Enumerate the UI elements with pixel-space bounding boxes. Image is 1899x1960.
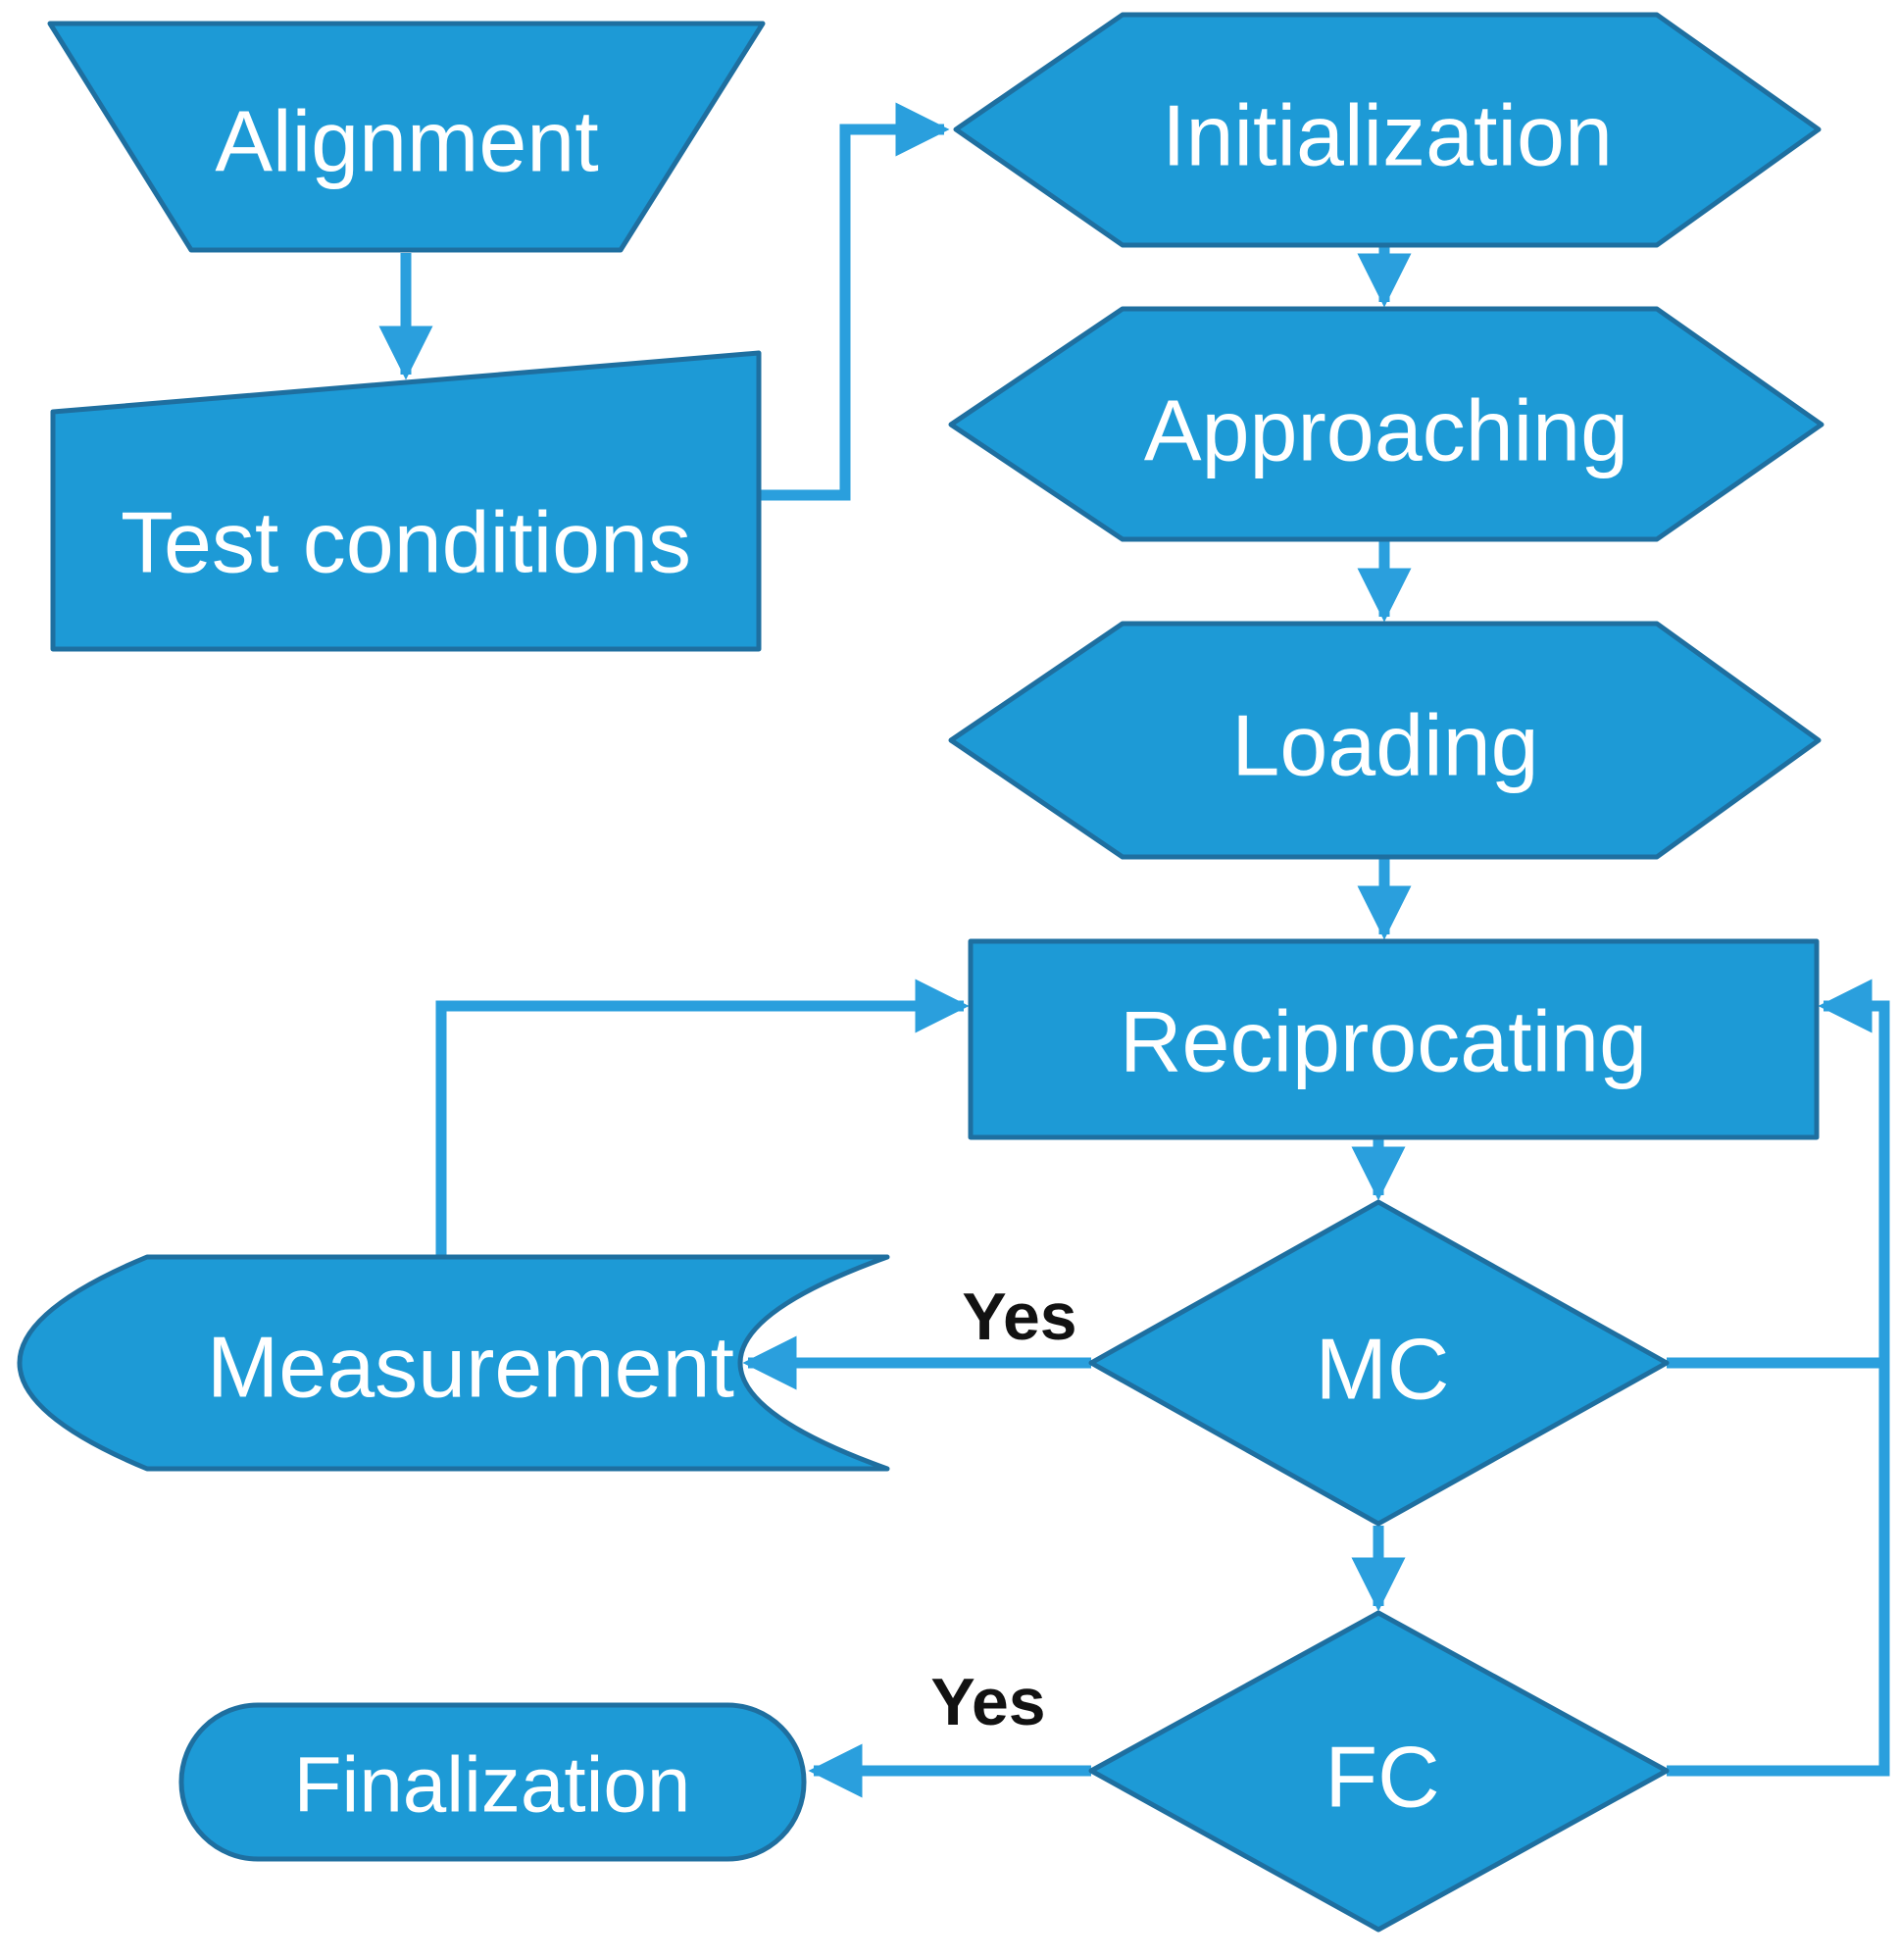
initialization-label: Initialization bbox=[1162, 87, 1613, 184]
node-approaching: Approaching bbox=[948, 306, 1824, 542]
reciprocating-label: Reciprocating bbox=[1120, 993, 1647, 1090]
finalization-shape bbox=[178, 1702, 807, 1862]
node-finalization: Finalization bbox=[178, 1702, 807, 1862]
node-mc-decision: MC bbox=[1088, 1199, 1670, 1527]
reciprocating-shape bbox=[968, 938, 1820, 1140]
approaching-label: Approaching bbox=[1144, 382, 1628, 479]
node-measurement: Measurement bbox=[17, 1254, 890, 1472]
measurement-label: Measurement bbox=[207, 1319, 734, 1416]
arrow-measurement-loop-to-reciprocating bbox=[435, 979, 970, 1257]
mc-shape bbox=[1088, 1199, 1670, 1527]
measurement-shape bbox=[17, 1254, 890, 1472]
node-loading: Loading bbox=[948, 621, 1822, 860]
approaching-shape bbox=[948, 306, 1824, 542]
finalization-label: Finalization bbox=[294, 1741, 691, 1829]
loading-shape bbox=[948, 621, 1822, 860]
node-fc-decision: FC bbox=[1088, 1610, 1670, 1933]
alignment-shape bbox=[47, 21, 766, 253]
fc-yes-label: Yes bbox=[930, 1665, 1045, 1739]
edge-labels: Yes Yes bbox=[930, 1280, 1076, 1739]
fc-shape bbox=[1088, 1610, 1670, 1933]
loading-label: Loading bbox=[1231, 697, 1538, 794]
node-reciprocating: Reciprocating bbox=[968, 938, 1820, 1140]
arrow-test-conditions-to-initialization bbox=[757, 102, 950, 501]
initialization-shape bbox=[953, 12, 1822, 248]
test-conditions-label: Test conditions bbox=[121, 494, 691, 591]
alignment-label: Alignment bbox=[215, 93, 598, 190]
node-test-conditions: Test conditions bbox=[50, 350, 762, 652]
node-alignment: Alignment bbox=[47, 21, 766, 253]
mc-label: MC bbox=[1316, 1321, 1450, 1418]
connectors bbox=[378, 102, 1890, 1798]
mc-yes-label: Yes bbox=[962, 1280, 1076, 1354]
fc-label: FC bbox=[1324, 1729, 1439, 1826]
node-initialization: Initialization bbox=[953, 12, 1822, 248]
nodes: Alignment Test conditions Initialization… bbox=[17, 12, 1824, 1933]
arrow-fc-no-return-to-reciprocating bbox=[1667, 979, 1890, 1777]
test-conditions-shape bbox=[50, 350, 762, 652]
